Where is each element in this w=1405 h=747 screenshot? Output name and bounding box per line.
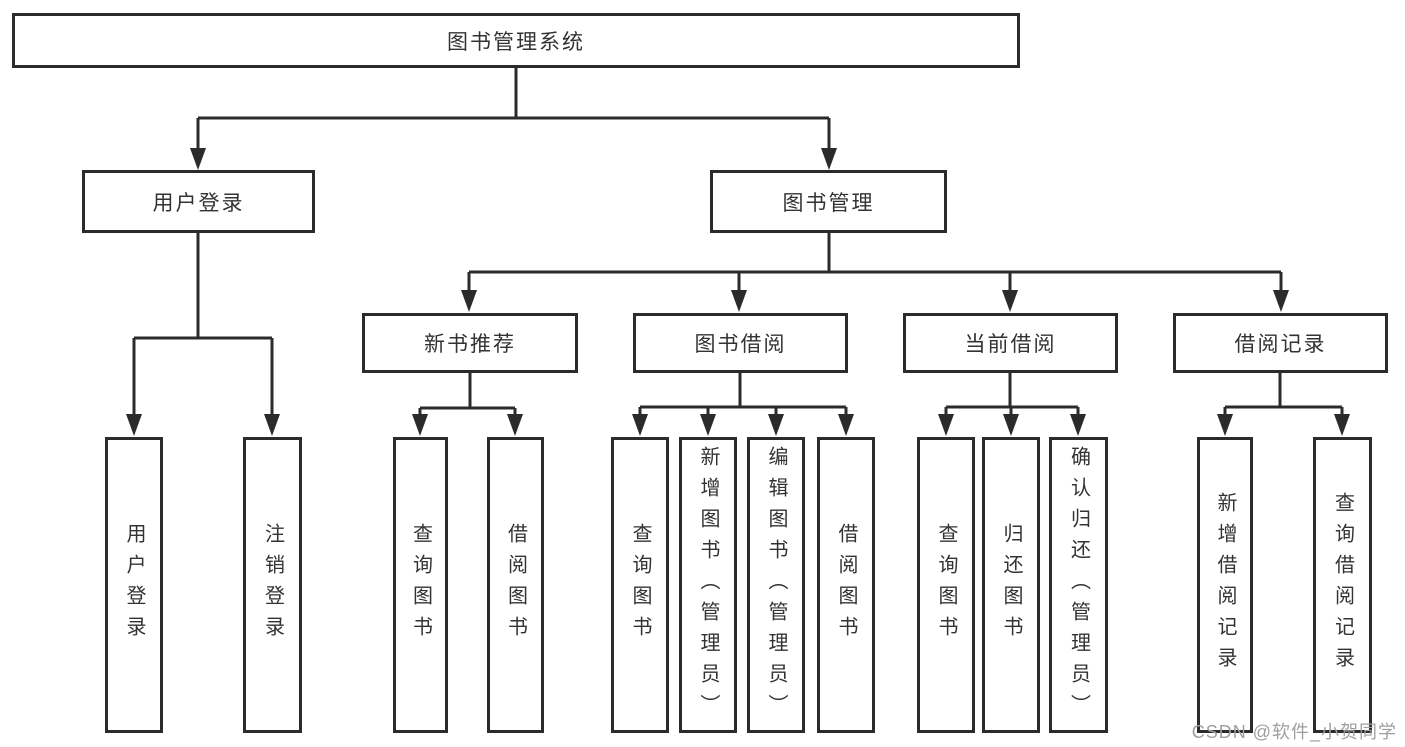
leaf-borrow-books-recommend: 借阅图书: [487, 437, 544, 733]
leaf-edit-book-admin: 编辑图书（管理员）: [747, 437, 805, 733]
leaf-logout: 注销登录: [243, 437, 302, 733]
node-book-borrow: 图书借阅: [633, 313, 848, 373]
leaf-add-book-admin: 新增图书（管理员）: [679, 437, 737, 733]
leaf-query-books-recommend: 查询图书: [393, 437, 448, 733]
node-borrow-records: 借阅记录: [1173, 313, 1388, 373]
leaf-confirm-return-admin: 确认归还（管理员）: [1049, 437, 1108, 733]
leaf-query-books-current: 查询图书: [917, 437, 975, 733]
arrowhead-icons: [126, 148, 1350, 436]
csdn-watermark: CSDN @软件_小贺同学: [1191, 722, 1397, 742]
node-root-system: 图书管理系统: [12, 13, 1020, 68]
node-current-borrow: 当前借阅: [903, 313, 1118, 373]
node-book-management: 图书管理: [710, 170, 947, 233]
leaf-borrow-books: 借阅图书: [817, 437, 875, 733]
leaf-return-book: 归还图书: [982, 437, 1040, 733]
node-user-login: 用户登录: [82, 170, 315, 233]
leaf-user-login: 用户登录: [105, 437, 163, 733]
leaf-query-borrow-record: 查询借阅记录: [1313, 437, 1372, 733]
node-new-book-recommend: 新书推荐: [362, 313, 578, 373]
leaf-query-books-borrow: 查询图书: [611, 437, 669, 733]
leaf-add-borrow-record: 新增借阅记录: [1197, 437, 1253, 733]
